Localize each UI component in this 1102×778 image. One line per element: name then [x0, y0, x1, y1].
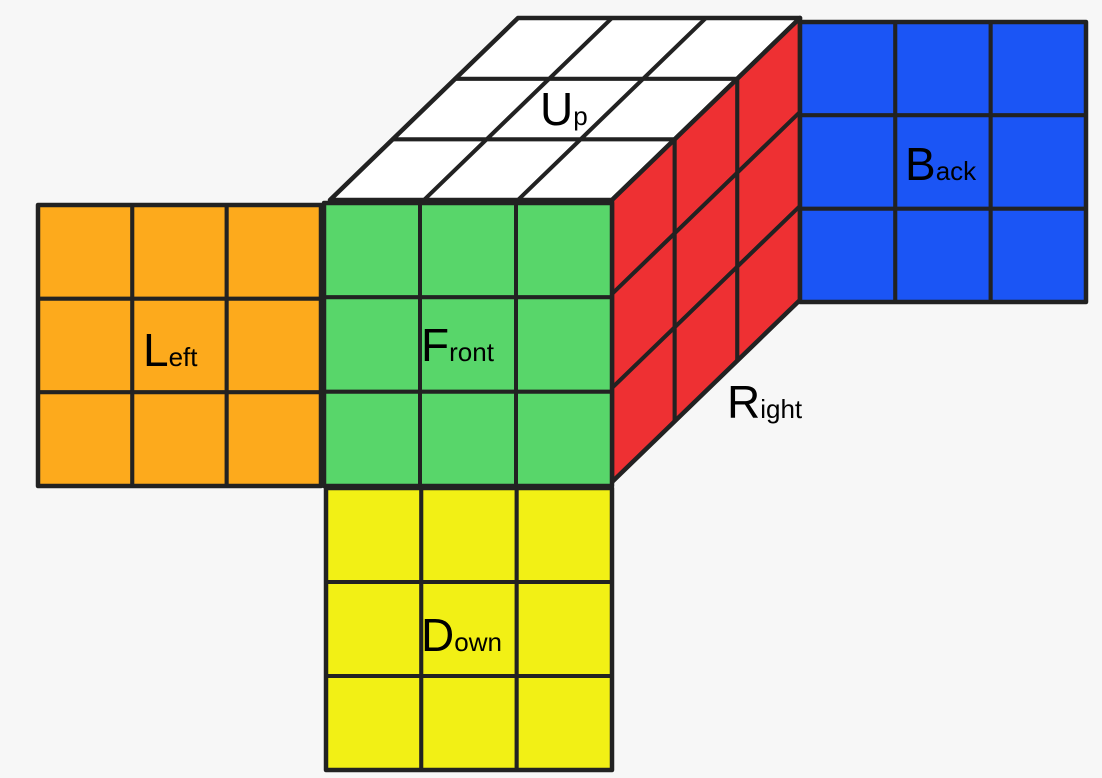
sticker-down-0-1 [421, 488, 516, 582]
sticker-front-1-0 [324, 297, 420, 391]
sticker-down-1-0 [326, 582, 421, 676]
sticker-back-2-1 [895, 209, 990, 302]
sticker-front-0-1 [420, 203, 516, 297]
sticker-front-2-0 [324, 392, 420, 486]
sticker-down-2-1 [421, 676, 516, 770]
face-label-rest: ack [936, 156, 977, 186]
sticker-left-0-0 [38, 205, 132, 299]
sticker-front-2-2 [516, 392, 612, 486]
face-label-initial: B [905, 138, 936, 190]
face-label-initial: U [540, 83, 573, 135]
face-label-rest: ight [760, 394, 803, 424]
sticker-back-0-1 [895, 22, 990, 115]
sticker-front-0-2 [516, 203, 612, 297]
sticker-down-2-2 [517, 676, 612, 770]
face-label-rest: ront [449, 337, 495, 367]
face-label-rest: p [573, 101, 587, 131]
sticker-back-2-2 [991, 209, 1086, 302]
sticker-left-0-2 [227, 205, 321, 299]
sticker-back-1-2 [991, 115, 1086, 208]
sticker-back-0-2 [991, 22, 1086, 115]
face-label-initial: F [421, 319, 449, 371]
sticker-left-2-0 [38, 392, 132, 486]
sticker-down-2-0 [326, 676, 421, 770]
sticker-front-1-2 [516, 297, 612, 391]
sticker-back-2-0 [800, 209, 895, 302]
face-label-initial: L [143, 324, 169, 376]
sticker-left-1-2 [227, 299, 321, 393]
face-label-right: Right [727, 376, 803, 428]
sticker-down-0-2 [517, 488, 612, 582]
sticker-down-1-2 [517, 582, 612, 676]
face-label-rest: own [454, 627, 502, 657]
sticker-front-0-0 [324, 203, 420, 297]
sticker-down-0-0 [326, 488, 421, 582]
sticker-left-0-1 [132, 205, 226, 299]
sticker-left-2-2 [227, 392, 321, 486]
sticker-back-0-0 [800, 22, 895, 115]
face-label-initial: D [421, 609, 454, 661]
sticker-left-2-1 [132, 392, 226, 486]
face-label-rest: eft [169, 342, 199, 372]
sticker-left-1-0 [38, 299, 132, 393]
face-label-initial: R [727, 376, 760, 428]
sticker-front-2-1 [420, 392, 516, 486]
sticker-back-1-0 [800, 115, 895, 208]
